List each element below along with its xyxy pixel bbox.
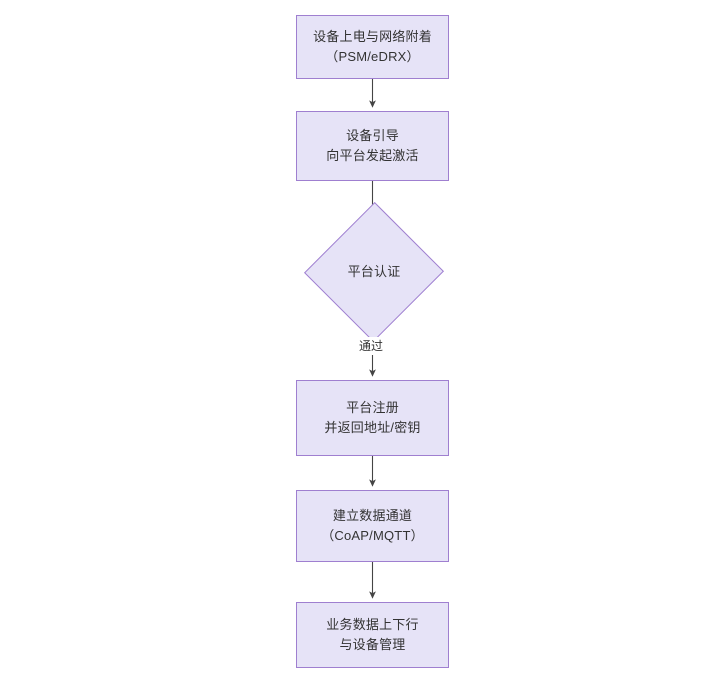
node-label: 业务数据上下行 与设备管理 xyxy=(326,617,419,652)
node-label: 设备上电与网络附着 （PSM/eDRX） xyxy=(313,29,432,64)
node-device-bootstrap[interactable]: 设备引导 向平台发起激活 xyxy=(296,111,449,181)
edge-label-text: 通过 xyxy=(359,339,384,353)
node-business-data-and-device-management[interactable]: 业务数据上下行 与设备管理 xyxy=(296,602,449,668)
node-label: 平台认证 xyxy=(347,264,401,279)
node-platform-registration[interactable]: 平台注册 并返回地址/密钥 xyxy=(296,380,449,456)
node-label: 平台注册 并返回地址/密钥 xyxy=(324,400,421,435)
node-label: 建立数据通道 （CoAP/MQTT） xyxy=(321,508,424,543)
edge-label-pass: 通过 xyxy=(356,337,387,355)
node-label: 设备引导 向平台发起激活 xyxy=(326,128,419,163)
node-device-power-on[interactable]: 设备上电与网络附着 （PSM/eDRX） xyxy=(296,15,449,79)
node-platform-authentication[interactable]: 平台认证 xyxy=(303,201,445,343)
node-establish-data-channel[interactable]: 建立数据通道 （CoAP/MQTT） xyxy=(296,490,449,562)
